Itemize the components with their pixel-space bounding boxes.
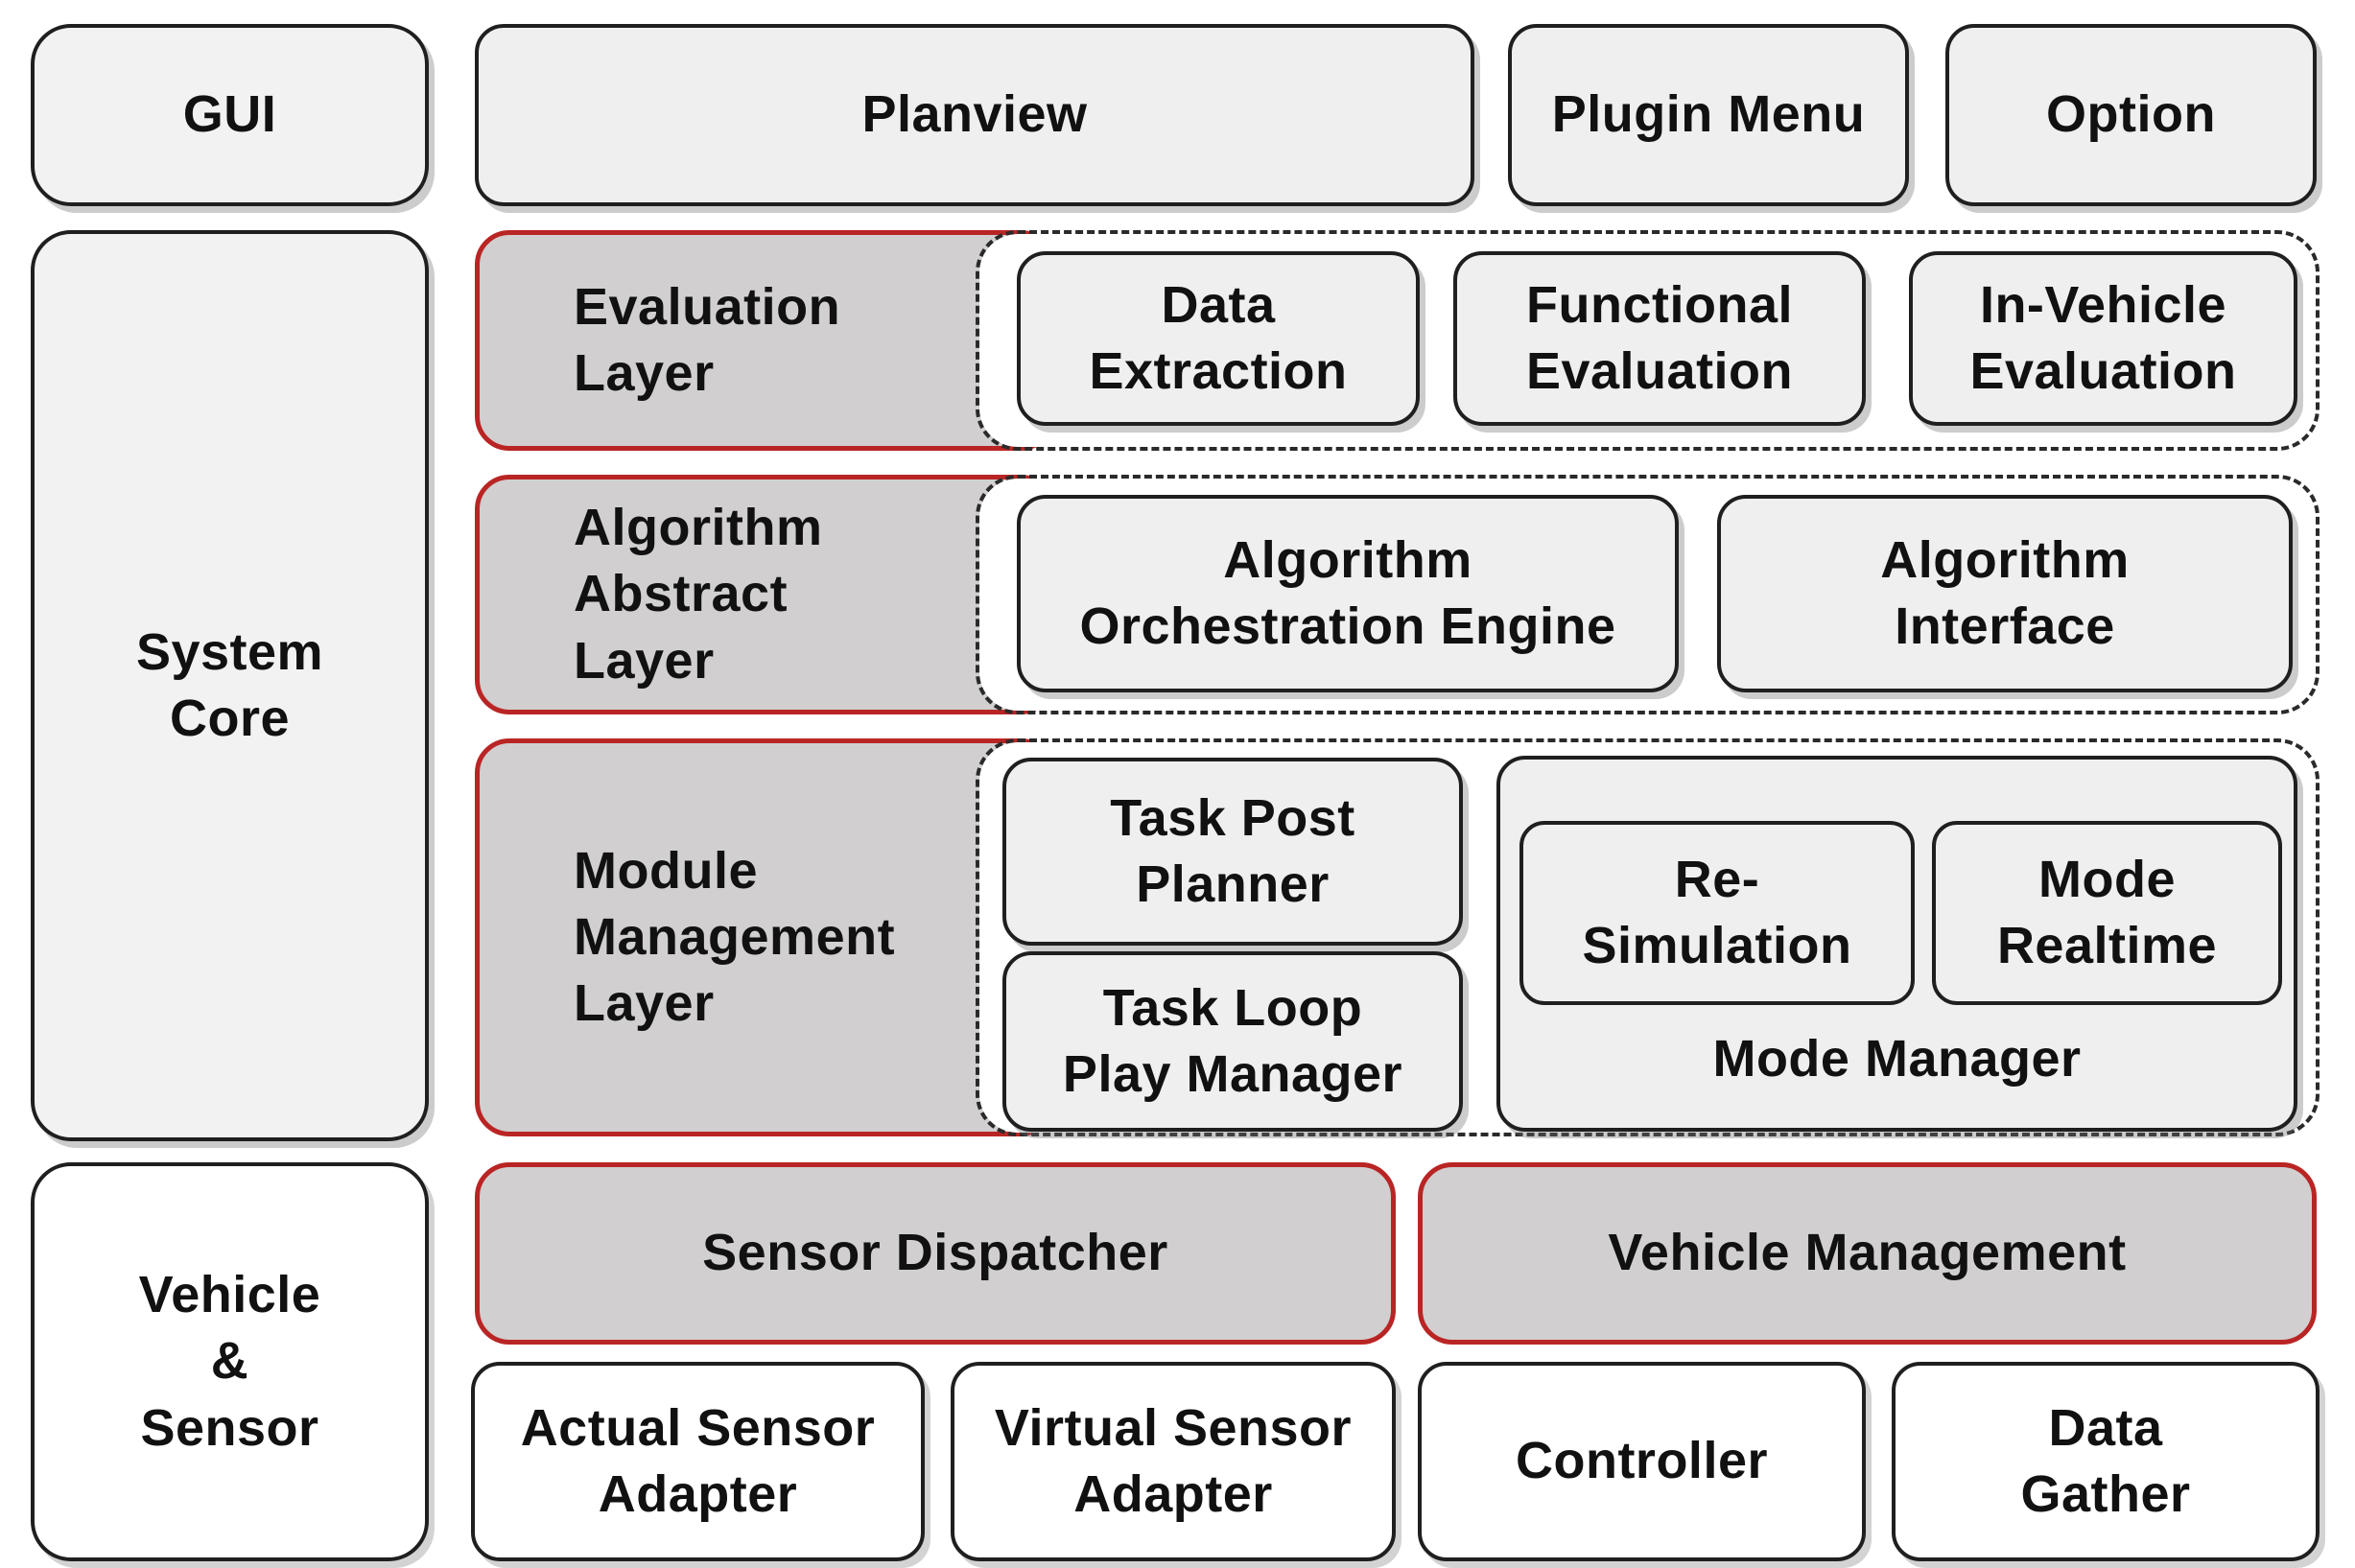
gui-box: GUI — [31, 24, 429, 206]
module-management-layer-box: Module Management Layer — [475, 738, 1055, 1136]
evaluation-layer-box: Evaluation Layer — [475, 230, 1055, 451]
task-post-planner-box: Task Post Planner — [1002, 758, 1463, 946]
task-loop-play-manager-box: Task Loop Play Manager — [1002, 951, 1463, 1132]
actual-sensor-adapter-box: Actual Sensor Adapter — [471, 1362, 925, 1561]
option-box: Option — [1945, 24, 2317, 206]
mode-manager-box: Re- Simulation Mode Realtime Mode Manage… — [1496, 756, 2297, 1132]
data-gather-box: Data Gather — [1892, 1362, 2320, 1561]
plugin-menu-box: Plugin Menu — [1508, 24, 1909, 206]
functional-evaluation-box: Functional Evaluation — [1453, 251, 1866, 426]
vehicle-sensor-box: Vehicle & Sensor — [31, 1162, 429, 1561]
mode-manager-label: Mode Manager — [1712, 1030, 2082, 1088]
in-vehicle-evaluation-box: In-Vehicle Evaluation — [1909, 251, 2297, 426]
planview-box: Planview — [475, 24, 1474, 206]
vehicle-management-box: Vehicle Management — [1418, 1162, 2317, 1345]
system-core-box: System Core — [31, 230, 429, 1141]
virtual-sensor-adapter-box: Virtual Sensor Adapter — [951, 1362, 1396, 1561]
data-extraction-box: Data Extraction — [1017, 251, 1420, 426]
algorithm-interface-box: Algorithm Interface — [1717, 495, 2293, 692]
algorithm-abstract-layer-box: Algorithm Abstract Layer — [475, 475, 1055, 714]
sensor-dispatcher-box: Sensor Dispatcher — [475, 1162, 1396, 1345]
mode-realtime-box: Mode Realtime — [1932, 821, 2282, 1005]
controller-box: Controller — [1418, 1362, 1866, 1561]
algorithm-orchestration-engine-box: Algorithm Orchestration Engine — [1017, 495, 1679, 692]
re-simulation-box: Re- Simulation — [1519, 821, 1915, 1005]
